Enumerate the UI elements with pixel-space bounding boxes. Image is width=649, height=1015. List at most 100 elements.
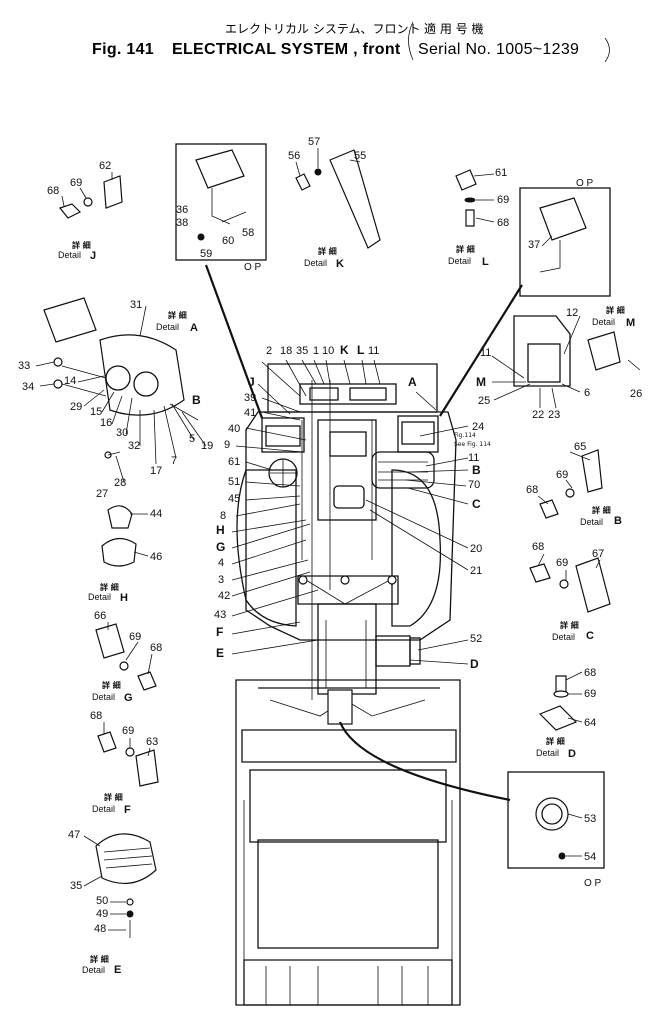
callout-69-b: 69 (556, 469, 568, 481)
harness-runs (301, 380, 373, 700)
detail-e-group: 詳 細 Detail E (82, 833, 157, 976)
detail-e-letter: E (114, 964, 121, 976)
detail-l-label: Detail (448, 256, 471, 266)
callout-31: 31 (130, 299, 142, 311)
callout-j: J (248, 375, 255, 389)
callout-48: 48 (94, 923, 106, 935)
relay-box-m (527, 343, 561, 383)
meter-housing (99, 334, 185, 416)
washer-50 (126, 898, 134, 906)
seat-base (249, 769, 447, 843)
callout-b: B (472, 463, 481, 477)
callout-56: 56 (288, 150, 300, 162)
callout-a: A (408, 375, 417, 389)
callout-68-d: 68 (584, 667, 596, 679)
title-bracket-right (604, 37, 610, 63)
callout-25: 25 (478, 395, 490, 407)
meter-gauge-2 (133, 371, 159, 397)
op-box-frame-2 (519, 187, 611, 297)
connector-58 (221, 211, 247, 223)
callout-51: 51 (228, 476, 240, 488)
lamp-53 (535, 797, 569, 831)
callout-47: 47 (68, 829, 80, 841)
right-lamp-lens (401, 421, 435, 445)
detail-g-letter: G (124, 692, 133, 704)
callout-28: 28 (114, 477, 126, 489)
callout-30: 30 (116, 427, 128, 439)
detail-d-group: 詳 細 Detail D (536, 675, 578, 760)
callout-10: 10 (322, 345, 334, 357)
title-bracket-left (408, 21, 414, 61)
figure-number: Fig. 141 (92, 41, 154, 58)
nut-54 (558, 852, 566, 860)
detail-k-group: 詳 細 Detail K (295, 149, 381, 270)
detail-l-letter: L (482, 256, 489, 268)
callout-1: 1 (313, 345, 319, 357)
callout-69-f: 69 (122, 725, 134, 737)
fender-sides (243, 800, 453, 960)
callout-57: 57 (308, 136, 320, 148)
body-outline (245, 411, 457, 641)
engine-block (317, 419, 377, 521)
callout-33: 33 (18, 360, 30, 372)
nut-59 (197, 233, 205, 241)
op-label-2: O P (576, 178, 594, 189)
callout-67: 67 (592, 548, 604, 560)
transmission-ribs (325, 620, 367, 688)
callout-18: 18 (280, 345, 292, 357)
bolt-68-b (539, 499, 559, 519)
detail-m-label: Detail (592, 317, 615, 327)
tractor-body (235, 363, 461, 1006)
lamp-37 (539, 197, 587, 241)
detail-d-jp: 詳 細 (546, 736, 565, 746)
callout-43: 43 (214, 609, 226, 621)
detail-a-group: 詳 細 Detail A (43, 297, 199, 459)
detail-f-label: Detail (92, 804, 115, 814)
callout-37: 37 (528, 239, 540, 251)
bracket-66 (95, 623, 125, 659)
detail-m-letter: M (626, 317, 635, 329)
op-box-work-lamp-front: O P (175, 143, 267, 273)
switch-46 (101, 537, 137, 567)
callout-61-l: 61 (495, 167, 507, 179)
instrument-panel (299, 383, 397, 405)
leader-lines (35, 148, 601, 931)
lamp-47 (95, 833, 157, 885)
callout-68-b: 68 (526, 484, 538, 496)
detail-a-label: Detail (156, 322, 179, 332)
callout-11-m: 11 (480, 347, 491, 359)
bumper-ribs (265, 966, 429, 1005)
detail-f-group: 詳 細 Detail F (92, 731, 159, 816)
bolt-68-l (465, 209, 475, 227)
ref-fig-jp: Fig.114 (454, 432, 476, 439)
bracket-55 (329, 149, 381, 249)
callout-65: 65 (574, 441, 586, 453)
callout-66: 66 (94, 610, 106, 622)
detail-m-jp: 詳 細 (606, 305, 625, 315)
washer-69-g (119, 661, 129, 671)
callout-24: 24 (472, 421, 484, 433)
callout-8: 8 (220, 510, 226, 522)
figure-title: ELECTRICAL SYSTEM , front (172, 41, 401, 58)
callout-45: 45 (228, 493, 240, 505)
washer-69-l (464, 197, 476, 203)
detail-f-jp: 詳 細 (104, 792, 123, 802)
callout-4: 4 (218, 557, 224, 569)
callout-3: 3 (218, 574, 224, 586)
clip-61 (455, 169, 477, 191)
nut-34 (53, 379, 63, 389)
callout-39: 39 (244, 392, 256, 404)
detail-d-label: Detail (536, 748, 559, 758)
detail-c-label: Detail (552, 632, 575, 642)
callout-68-g: 68 (150, 642, 162, 654)
clip-63 (135, 749, 159, 787)
op-box-frame-3 (507, 771, 605, 869)
detail-c-jp: 詳 細 (560, 620, 579, 630)
detail-g-group: 詳 細 Detail G (92, 623, 157, 704)
callout-6: 6 (584, 387, 590, 399)
callout-53: 53 (584, 813, 596, 825)
detail-h-label: Detail (88, 592, 111, 602)
callout-14: 14 (64, 375, 76, 387)
callout-h: H (216, 523, 225, 537)
detail-a-jp: 詳 細 (168, 310, 187, 320)
